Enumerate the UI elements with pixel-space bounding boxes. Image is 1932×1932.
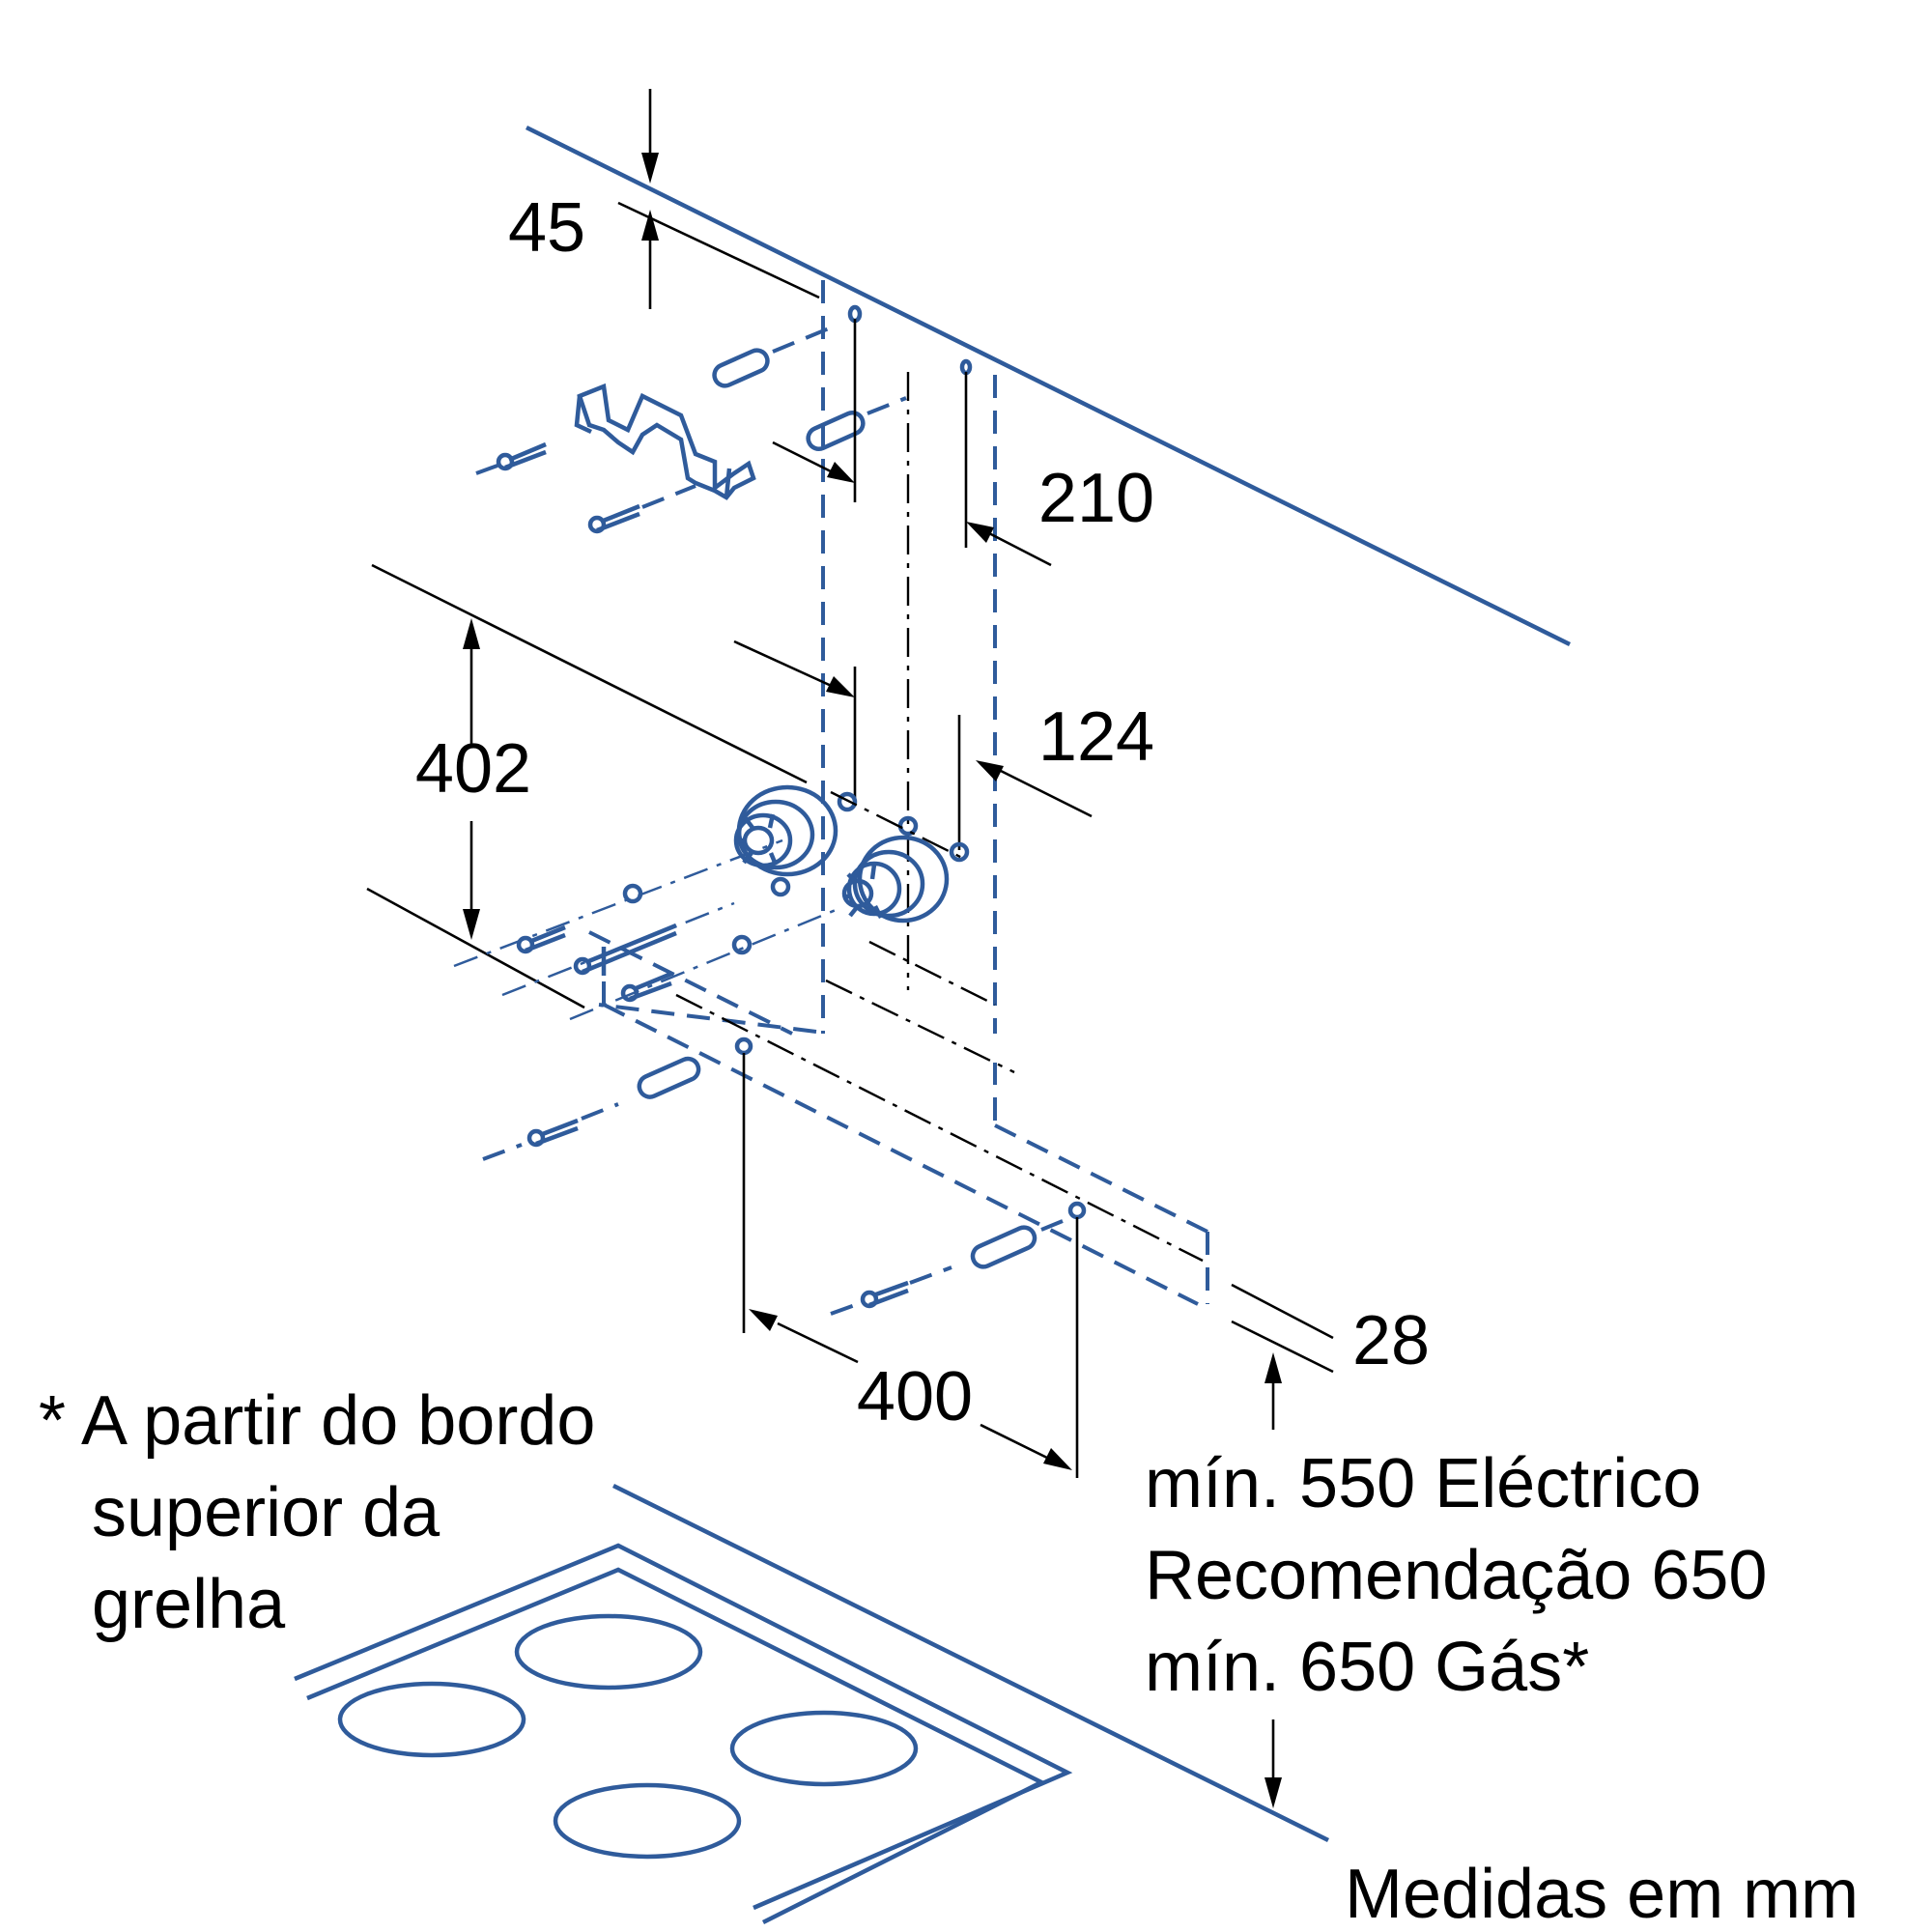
fan-axis-line-1 [830, 790, 967, 862]
mount-hole-6 [734, 1037, 753, 1056]
bracket-center-axis [675, 993, 1204, 1263]
dimension-402-label: 402 [415, 730, 531, 808]
upper-chimney-outline [598, 280, 997, 1034]
axis-blue-1 [453, 838, 783, 968]
fan-axis-line-2 [868, 940, 996, 1007]
lower-screw-2 [620, 971, 672, 1003]
upper-bracket-reference-line [371, 563, 808, 784]
dimension-cooktop-height [1264, 1352, 1282, 1808]
dimension-400-label: 400 [857, 1358, 973, 1435]
footnote-line1: * A partir do bordo [39, 1382, 595, 1460]
fan-axis-line-3 [825, 979, 1015, 1074]
upper-hole-left [847, 304, 863, 324]
dimension-45-label: 45 [508, 189, 585, 267]
dimension-124: 124 [733, 639, 1154, 850]
burner-back-left [514, 1613, 703, 1690]
lower-dowel-2 [970, 1219, 1064, 1269]
mount-hole-7 [1067, 1201, 1087, 1220]
dimension-28: 28 [1231, 1283, 1430, 1379]
dimension-402: 402 [415, 618, 531, 940]
dimension-210: 210 [772, 319, 1154, 567]
burner-back-right [729, 1710, 919, 1787]
worktop-edge-line [612, 1483, 1329, 1843]
cooktop [294, 1543, 1073, 1925]
mount-hole-1 [837, 791, 858, 812]
fan-motor-right [841, 835, 950, 923]
footnote-line2: superior da [92, 1474, 440, 1551]
axis-blue-2 [501, 901, 735, 997]
ceiling-edge-line [526, 125, 1571, 647]
height-note-line1: mín. 550 Eléctrico [1145, 1445, 1701, 1522]
dimension-210-label: 210 [1038, 460, 1154, 537]
height-note-line2: Recomendação 650 [1145, 1537, 1767, 1614]
footnote-line3: grelha [92, 1566, 286, 1643]
dimension-28-label: 28 [1352, 1302, 1430, 1379]
burner-front-right [553, 1782, 742, 1860]
units-label: Medidas em mm [1345, 1856, 1859, 1932]
lower-screw-3 [482, 1102, 619, 1161]
lower-bracket [588, 930, 1209, 1306]
upper-dowel-1 [712, 327, 830, 388]
axis-blue-3 [569, 906, 841, 1021]
lower-dowel-1 [637, 1056, 701, 1099]
upper-bracket [574, 383, 756, 500]
dimension-45: 45 [508, 89, 820, 309]
lower-bracket-reference-line [366, 887, 585, 1009]
mount-hole-3 [949, 841, 970, 863]
mount-hole-5 [731, 934, 753, 955]
lower-bolt-long [573, 923, 677, 976]
lower-screw-1 [516, 924, 566, 954]
height-note-line3: mín. 650 Gás* [1145, 1629, 1589, 1706]
dimension-400: 400 [742, 1053, 1079, 1478]
lower-screw-4 [830, 1265, 952, 1316]
dimension-124-label: 124 [1038, 698, 1154, 776]
upper-dowel-2 [806, 396, 907, 451]
upper-screw-1 [475, 441, 547, 475]
upper-hole-right [959, 358, 973, 376]
fan-motor-left [733, 784, 838, 897]
burner-front-left [337, 1681, 526, 1758]
upper-screw-2 [587, 484, 696, 534]
